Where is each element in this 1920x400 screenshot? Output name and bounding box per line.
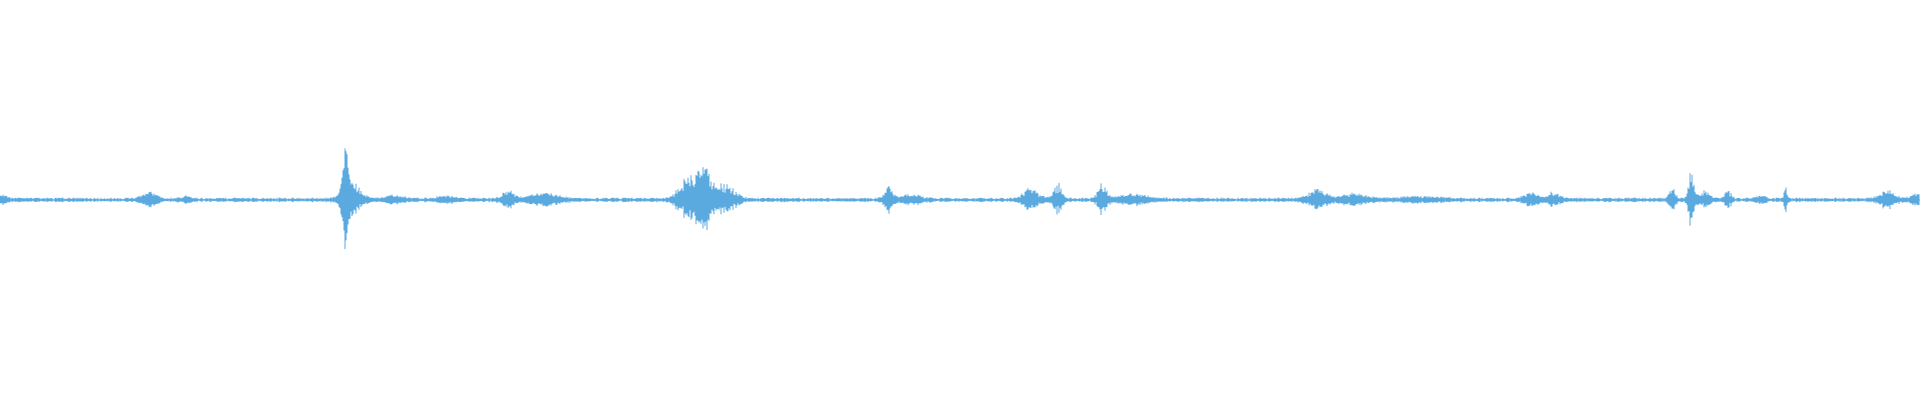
waveform-trace xyxy=(0,148,1920,250)
